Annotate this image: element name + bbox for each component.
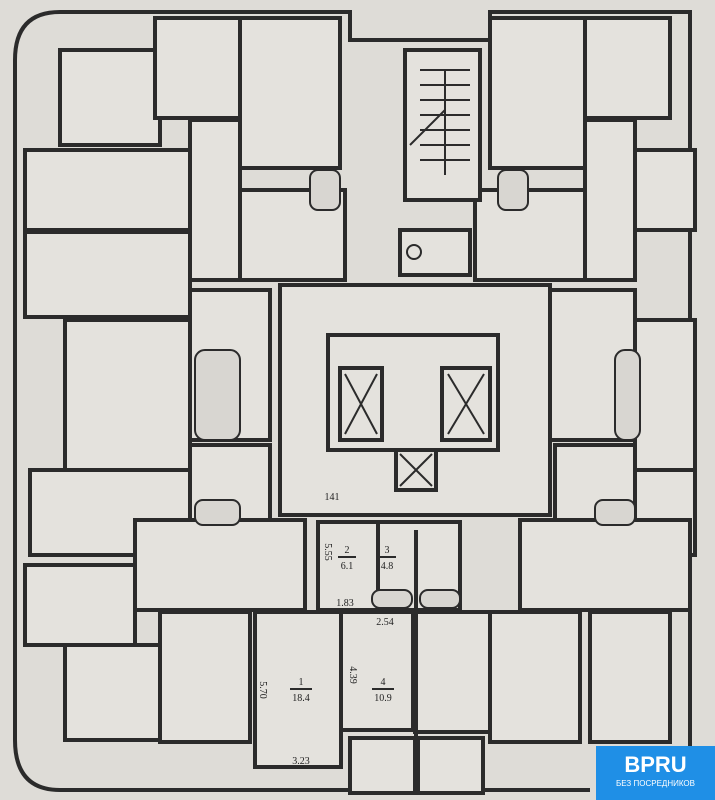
logo-brand: BPRU [624,752,687,777]
room-4-area: 10.9 [374,693,392,704]
selected-apartment [253,520,492,795]
dim-141: 141 [325,492,340,503]
bpru-logo: BPRU БЕЗ ПОСРЕДНИКОВ [596,746,715,800]
room-1-side: 5.70 [257,681,268,699]
right-wing [473,16,697,744]
room-3-area: 4.8 [381,561,394,572]
room-1-area: 18.4 [292,693,310,704]
room-4-side: 4.39 [347,666,358,684]
room-3-number: 3 [385,545,390,556]
elevator-1 [338,366,384,442]
left-wing [23,16,347,744]
room-2-side: 5.55 [322,543,333,561]
bathtub [371,589,413,609]
room-1-number: 1 [299,677,304,688]
room-2-number: 2 [345,545,350,556]
logo-tagline: БЕЗ ПОСРЕДНИКОВ [616,779,695,788]
building-core [278,48,552,517]
room-2 [316,520,380,612]
room-2-area: 6.1 [341,561,354,572]
dim-254: 2.54 [376,617,394,628]
room-1-bottom: 3.23 [292,756,310,767]
dimension-labels: 141 2 6.1 5.55 3 4.8 1.83 2.54 1 18.4 5.… [257,492,396,767]
dim-183: 1.83 [336,598,354,609]
room-4-number: 4 [381,677,386,688]
